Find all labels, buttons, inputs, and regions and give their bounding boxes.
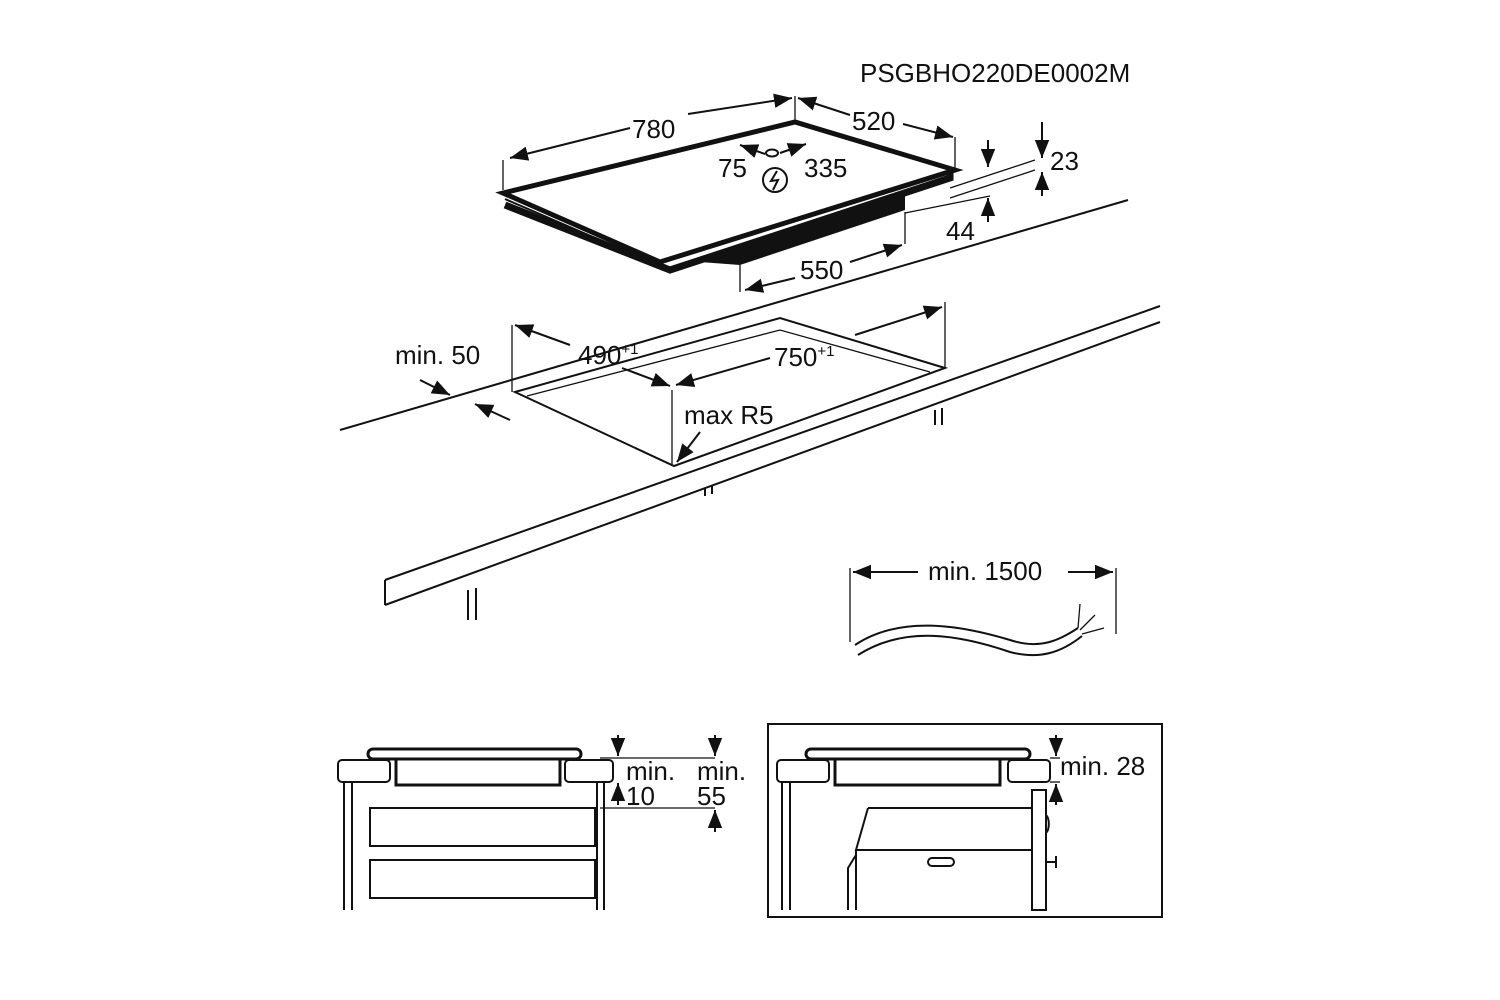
cable-length-label: min. 1500 [928,556,1042,586]
cutout-width-label: 750+1 [774,342,835,372]
model-code: PSGBHO220DE0002M [860,58,1130,88]
hob-drawing: 780 520 75 335 23 44 550 [495,93,1079,293]
gap2-label: min. [697,756,746,786]
corner-radius-label: max R5 [684,400,774,430]
cutout-depth-label: 490+1 [578,340,639,370]
min-edge-label: min. 50 [395,340,480,370]
countertop-drawing: 490+1 750+1 min. 50 max R5 [339,199,1161,620]
gap1-label: min. [626,756,675,786]
lightning-circle-icon [762,167,788,193]
gap2-value: 55 [697,781,726,811]
gap1-value: 10 [626,781,655,811]
connection-left-label: 75 [718,153,747,183]
hob-depth-label: 520 [852,106,895,136]
drawer-clearance-drawing: min. 10 min. 55 [337,735,746,910]
hob-width-label: 780 [632,114,675,144]
body-width-label: 550 [800,255,843,285]
thickness-label: 23 [1050,146,1079,176]
cable-drawing: min. 1500 [849,556,1117,657]
body-height-label: 44 [946,216,975,246]
oven-gap-label: min. 28 [1060,751,1145,781]
oven-clearance-drawing: min. 28 [767,723,1163,918]
connection-right-label: 335 [804,153,847,183]
